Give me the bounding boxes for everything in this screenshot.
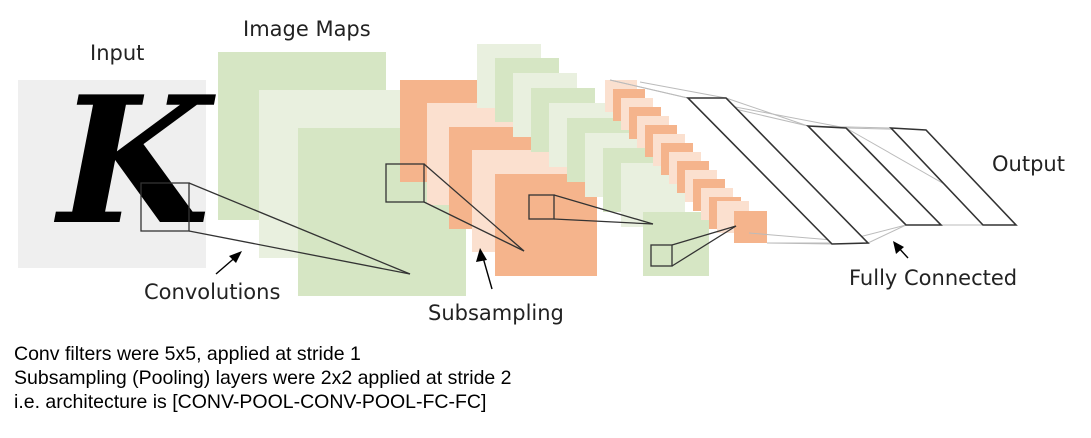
fully-connected-arrowhead — [893, 241, 904, 254]
conv2-maps — [477, 44, 709, 276]
pool1-filter-box — [528, 194, 555, 220]
pool2-maps — [605, 80, 767, 243]
note-architecture: i.e. architecture is [CONV-POOL-CONV-POO… — [14, 391, 487, 413]
label-subsampling: Subsampling — [428, 301, 564, 325]
label-convolutions: Convolutions — [144, 280, 280, 304]
fc-layer-1 — [686, 97, 870, 245]
pool2-map-16 — [734, 211, 767, 243]
input-receptive-field — [140, 182, 190, 232]
conv2-filter-box — [650, 244, 673, 267]
pool2-projection-bottom — [671, 225, 737, 267]
label-fully-connected: Fully Connected — [849, 266, 1017, 290]
input-block: K — [18, 59, 216, 268]
annotation-arrows — [215, 241, 909, 290]
conv2-projection-bottom — [553, 218, 654, 225]
pool1-projection-top — [423, 163, 525, 252]
note-subsampling: Subsampling (Pooling) layers were 2x2 ap… — [14, 367, 512, 389]
label-input: Input — [90, 41, 144, 65]
input-glyph: K — [53, 59, 216, 264]
conv1-maps — [218, 52, 466, 296]
receptive-fields — [188, 163, 737, 275]
fc-layers — [686, 97, 1018, 245]
pool1-map-5 — [495, 174, 597, 276]
conv1-projection-bottom — [188, 230, 411, 275]
architecture-notes: Conv filters were 5x5, applied at stride… — [14, 342, 512, 414]
conv1-filter-box — [385, 163, 425, 203]
subsampling-arrowhead — [476, 248, 487, 262]
input-image — [18, 80, 206, 268]
label-image-maps: Image Maps — [243, 17, 371, 41]
convolutions-arrowhead — [229, 251, 242, 263]
label-output: Output — [992, 152, 1065, 176]
conv1-projection-top — [188, 182, 411, 275]
fc-layer-2 — [805, 125, 943, 226]
pool2-projection-top — [671, 225, 737, 246]
conv2-projection-top — [553, 194, 654, 225]
note-conv-filters: Conv filters were 5x5, applied at stride… — [14, 343, 361, 365]
pool1-projection-bottom — [423, 201, 525, 252]
fc-layer-3 — [889, 127, 1018, 226]
